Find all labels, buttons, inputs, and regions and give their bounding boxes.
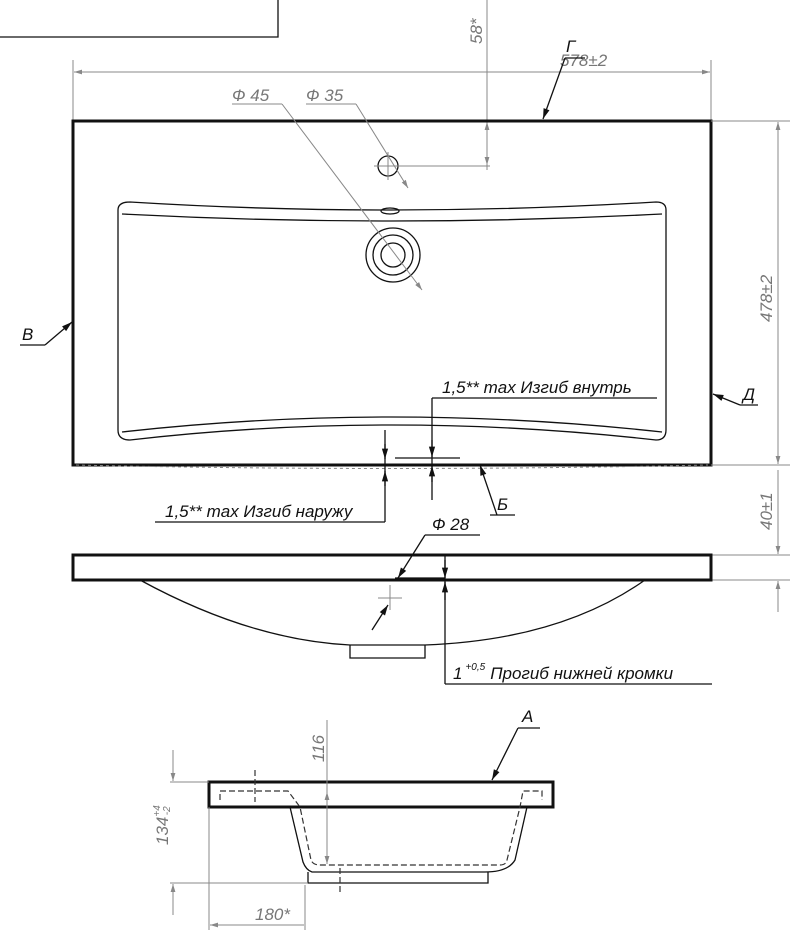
title-block-frame bbox=[0, 0, 279, 38]
bowl-depth-dimension: 116 bbox=[309, 720, 330, 864]
bend-inward-note: 1,5** max Изгиб внутрь bbox=[395, 378, 657, 500]
svg-text:Ф 45: Ф 45 bbox=[232, 86, 270, 105]
tap-offset-label: 58* bbox=[467, 17, 486, 44]
depth-dimension: 478±2 bbox=[711, 120, 790, 466]
bottom-drain-diameter-callout: Ф 28 bbox=[371, 515, 480, 631]
view-marker-b: Б bbox=[479, 464, 515, 516]
svg-text:Г: Г bbox=[566, 37, 577, 56]
svg-text:40±1: 40±1 bbox=[757, 492, 776, 530]
view-marker-d: Д bbox=[712, 385, 758, 406]
view-marker-v: В bbox=[20, 321, 73, 346]
thickness-dimension: 40±1 bbox=[711, 470, 790, 612]
svg-text:478±2: 478±2 bbox=[757, 274, 776, 322]
svg-text:В: В bbox=[22, 325, 33, 344]
view-marker-a: А bbox=[491, 707, 540, 781]
bowl-offset-dimension: 180* bbox=[208, 807, 306, 930]
svg-text:Б: Б bbox=[497, 495, 508, 514]
svg-text:1,5** max Изгиб наружу: 1,5** max Изгиб наружу bbox=[165, 502, 354, 521]
drain-diameter-callout: Ф 45 bbox=[232, 86, 423, 291]
tap-diameter-callout: Ф 35 bbox=[306, 86, 409, 189]
svg-text:134+4-2: 134+4-2 bbox=[152, 805, 173, 845]
bend-outward-note: 1,5** max Изгиб наружу bbox=[155, 430, 389, 523]
view-marker-g: Г bbox=[542, 37, 585, 120]
svg-text:А: А bbox=[521, 707, 533, 726]
drain-hole bbox=[365, 227, 421, 283]
svg-text:116: 116 bbox=[309, 734, 328, 762]
tap-offset-dimension: 58* bbox=[400, 0, 490, 170]
svg-text:180*: 180* bbox=[255, 905, 291, 924]
svg-text:Ф 35: Ф 35 bbox=[306, 86, 344, 105]
width-dimension: 578±2 bbox=[72, 51, 712, 121]
svg-text:Ф 28: Ф 28 bbox=[432, 515, 470, 534]
top-view bbox=[71, 119, 713, 469]
svg-text:1,5** max Изгиб внутрь: 1,5** max Изгиб внутрь bbox=[442, 378, 632, 397]
front-view bbox=[71, 553, 713, 659]
height-dimension: 134+4-2 bbox=[152, 750, 308, 915]
svg-text:Д: Д bbox=[741, 385, 755, 404]
side-view bbox=[207, 770, 555, 895]
width-label: 578±2 bbox=[560, 51, 608, 70]
